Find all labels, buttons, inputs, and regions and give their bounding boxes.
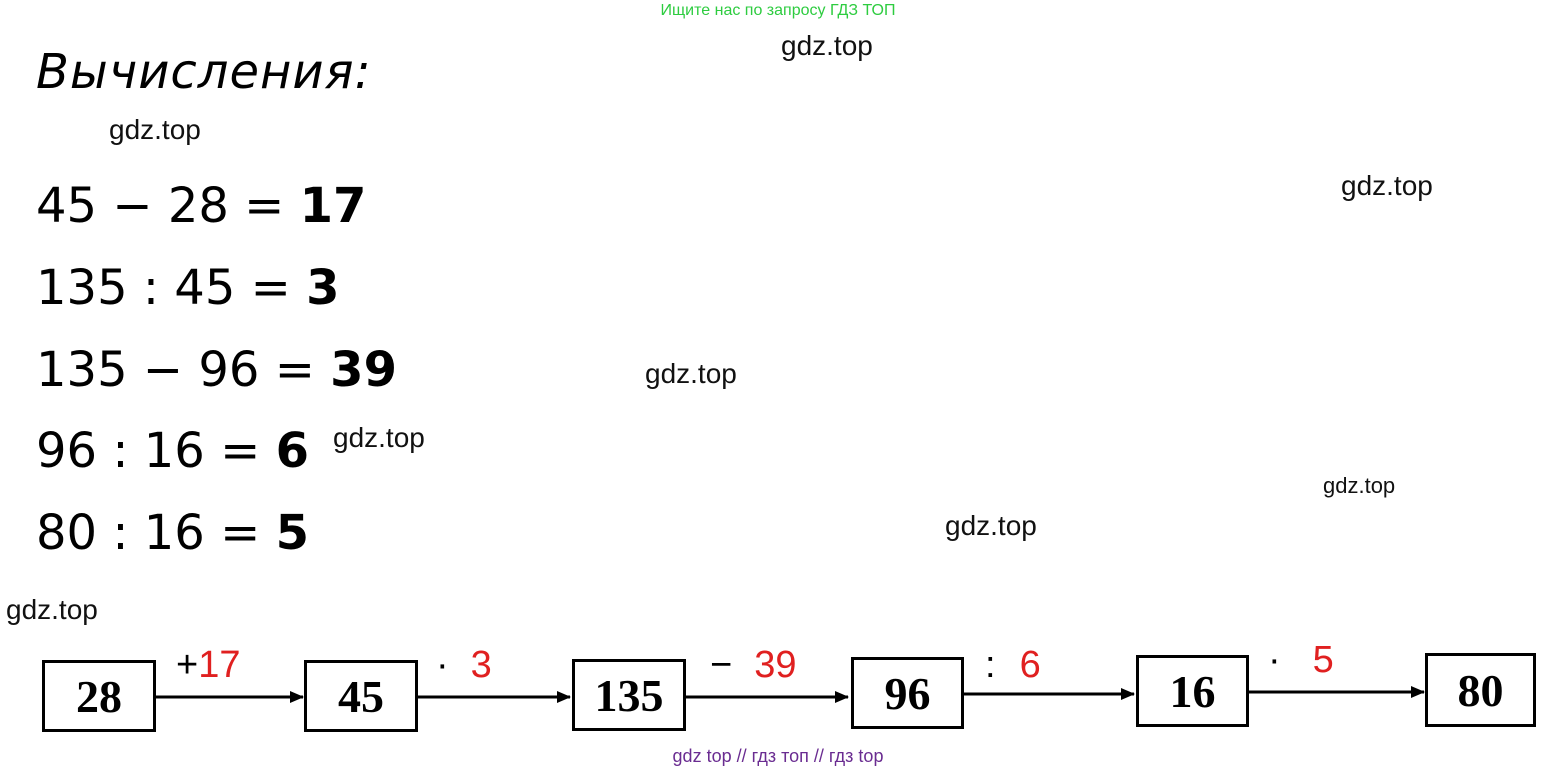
equation-expression: 135 − 96 = <box>36 342 331 398</box>
watermark: gdz.top <box>645 358 737 389</box>
chain-box: 28 <box>42 660 156 732</box>
chain-operation: ·5 <box>1268 640 1334 680</box>
chain-operation: +17 <box>176 645 240 685</box>
equation-expression: 135 : 45 = <box>36 260 307 316</box>
equation-result: 6 <box>275 423 309 479</box>
operation-sign: + <box>176 644 199 686</box>
equation-result: 39 <box>330 342 397 398</box>
chain-operation: ·3 <box>436 645 492 685</box>
chain-operation: :6 <box>985 645 1041 685</box>
operation-sign: : <box>985 644 996 686</box>
chain-box: 45 <box>304 660 418 732</box>
footer-banner: gdz top // гдз топ // гдз top <box>672 746 884 766</box>
operation-value: 5 <box>1312 639 1334 681</box>
watermark: gdz.top <box>333 422 425 453</box>
chain-operation: −39 <box>710 645 796 685</box>
page-title: Вычисления: <box>36 44 372 100</box>
equation-result: 3 <box>306 260 340 316</box>
top-banner: Ищите нас по запросу ГДЗ ТОП <box>660 2 896 19</box>
chain-box: 16 <box>1136 655 1249 727</box>
equation-row: 135 − 96 = 39 <box>36 340 397 400</box>
watermark: gdz.top <box>6 594 98 625</box>
equation-result: 5 <box>275 505 309 561</box>
equation-row: 45 − 28 = 17 <box>36 176 366 236</box>
watermark: gdz.top <box>945 510 1037 541</box>
equation-row: 80 : 16 = 5 <box>36 503 309 563</box>
equation-expression: 80 : 16 = <box>36 505 276 561</box>
watermark: gdz.top <box>109 114 201 145</box>
chain-box: 96 <box>851 657 964 729</box>
operation-value: 6 <box>1019 644 1041 686</box>
watermark: gdz.top <box>1323 473 1396 498</box>
watermark: gdz.top <box>781 30 873 61</box>
operation-value: 3 <box>470 644 492 686</box>
operation-sign: − <box>710 644 733 686</box>
operation-sign: · <box>1268 639 1281 681</box>
equation-expression: 96 : 16 = <box>36 423 276 479</box>
equation-row: 135 : 45 = 3 <box>36 258 340 318</box>
operation-sign: · <box>436 644 449 686</box>
equation-row: 96 : 16 = 6 <box>36 421 309 481</box>
equation-expression: 45 − 28 = <box>36 178 300 234</box>
chain-box: 80 <box>1425 653 1536 727</box>
equation-result: 17 <box>299 178 367 234</box>
operation-value: 17 <box>198 644 241 686</box>
chain-box: 135 <box>572 659 686 731</box>
operation-value: 39 <box>754 644 797 686</box>
watermark: gdz.top <box>1341 170 1433 201</box>
